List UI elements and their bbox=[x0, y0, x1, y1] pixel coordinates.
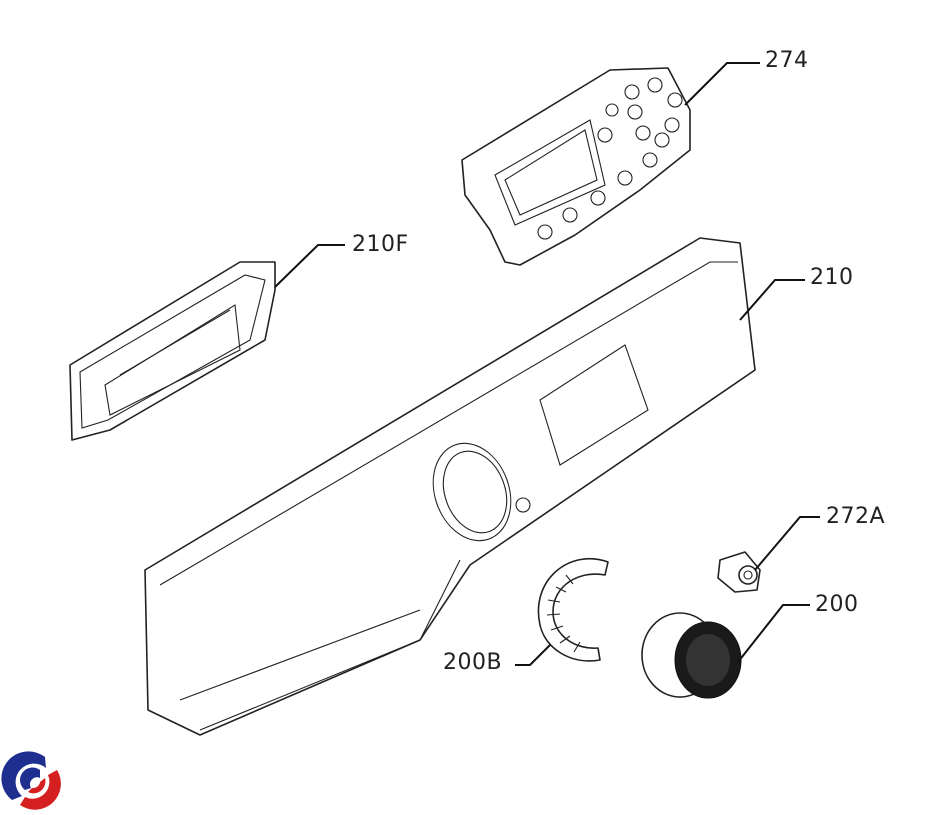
callout-label-200B: 200B bbox=[443, 650, 503, 675]
callout-label-272A: 272A bbox=[826, 504, 886, 529]
part-274-control-board bbox=[461, 67, 691, 266]
brand-logo bbox=[1, 751, 61, 810]
callout-label-210: 210 bbox=[810, 265, 854, 290]
leader-200B bbox=[515, 644, 551, 666]
callout-label-200: 200 bbox=[815, 592, 859, 617]
part-210-console-panel bbox=[144, 237, 756, 736]
part-200B-selector-ring bbox=[537, 557, 609, 662]
leader-210 bbox=[739, 279, 805, 321]
callout-label-210F: 210F bbox=[352, 232, 409, 257]
part-210F-dispenser bbox=[69, 261, 276, 441]
leader-200 bbox=[737, 604, 810, 663]
callout-label-274: 274 bbox=[765, 48, 809, 73]
part-272A-encoder bbox=[717, 551, 761, 593]
leader-274 bbox=[684, 62, 760, 106]
leader-210F bbox=[274, 244, 345, 288]
leader-272A bbox=[754, 516, 820, 571]
part-200-knob bbox=[641, 612, 742, 699]
